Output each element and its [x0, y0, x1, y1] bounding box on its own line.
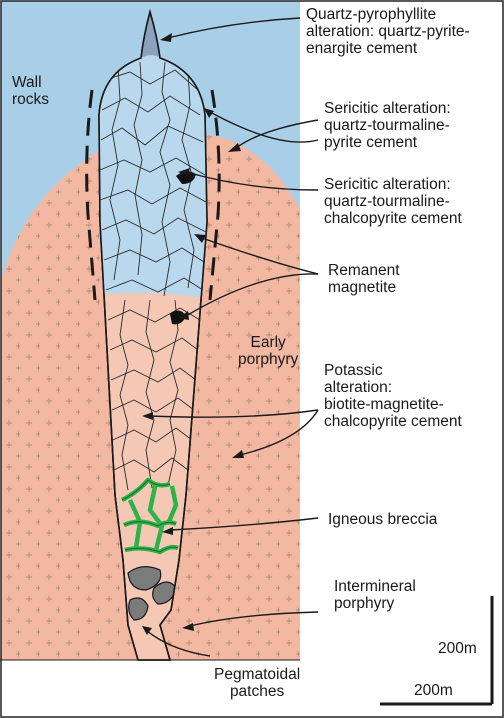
label-quartz-pyrophyllite: Quartz-pyrophyllite alteration: quartz-p… [306, 6, 470, 57]
label-pegmatoidal-patches: Pegmatoidal patches [214, 666, 300, 700]
label-early-porphyry: Early porphyry [238, 334, 298, 368]
label-igneous-breccia: Igneous breccia [328, 511, 437, 528]
label-wall-rocks: Wall rocks [12, 74, 49, 108]
scale-label-vertical: 200m [438, 640, 477, 657]
label-sericitic-pyrite: Sericitic alteration: quartz-tourmaline-… [324, 100, 451, 151]
label-intermineral-porphyry: Intermineral porphyry [334, 578, 416, 612]
label-remanent-magnetite: Remanent magnetite [328, 262, 400, 296]
scale-label-horizontal: 200m [414, 682, 453, 699]
label-sericitic-chalcopyrite: Sericitic alteration: quartz-tourmaline-… [324, 176, 462, 227]
label-potassic-alteration: Potassic alteration: biotite-magnetite- … [324, 362, 462, 430]
